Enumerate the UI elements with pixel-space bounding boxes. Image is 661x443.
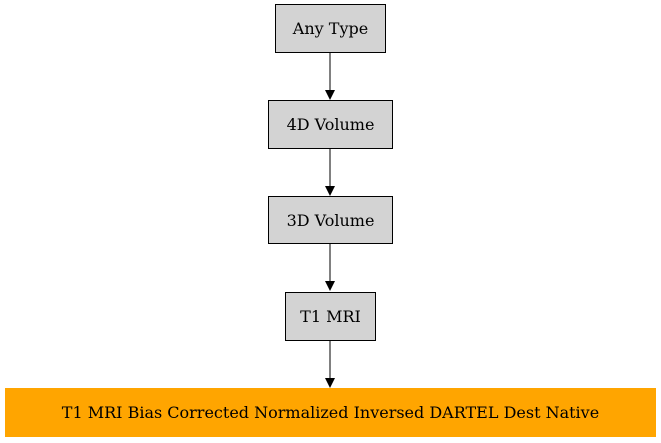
node-3d-volume: 3D Volume bbox=[268, 196, 393, 244]
node-t1-mri-bias-corrected-normalized-inversed-dartel-dest-native: T1 MRI Bias Corrected Normalized Inverse… bbox=[5, 388, 656, 437]
node-any-type: Any Type bbox=[275, 4, 386, 53]
node-t1-mri: T1 MRI bbox=[285, 292, 376, 341]
node-4d-volume: 4D Volume bbox=[268, 100, 393, 149]
